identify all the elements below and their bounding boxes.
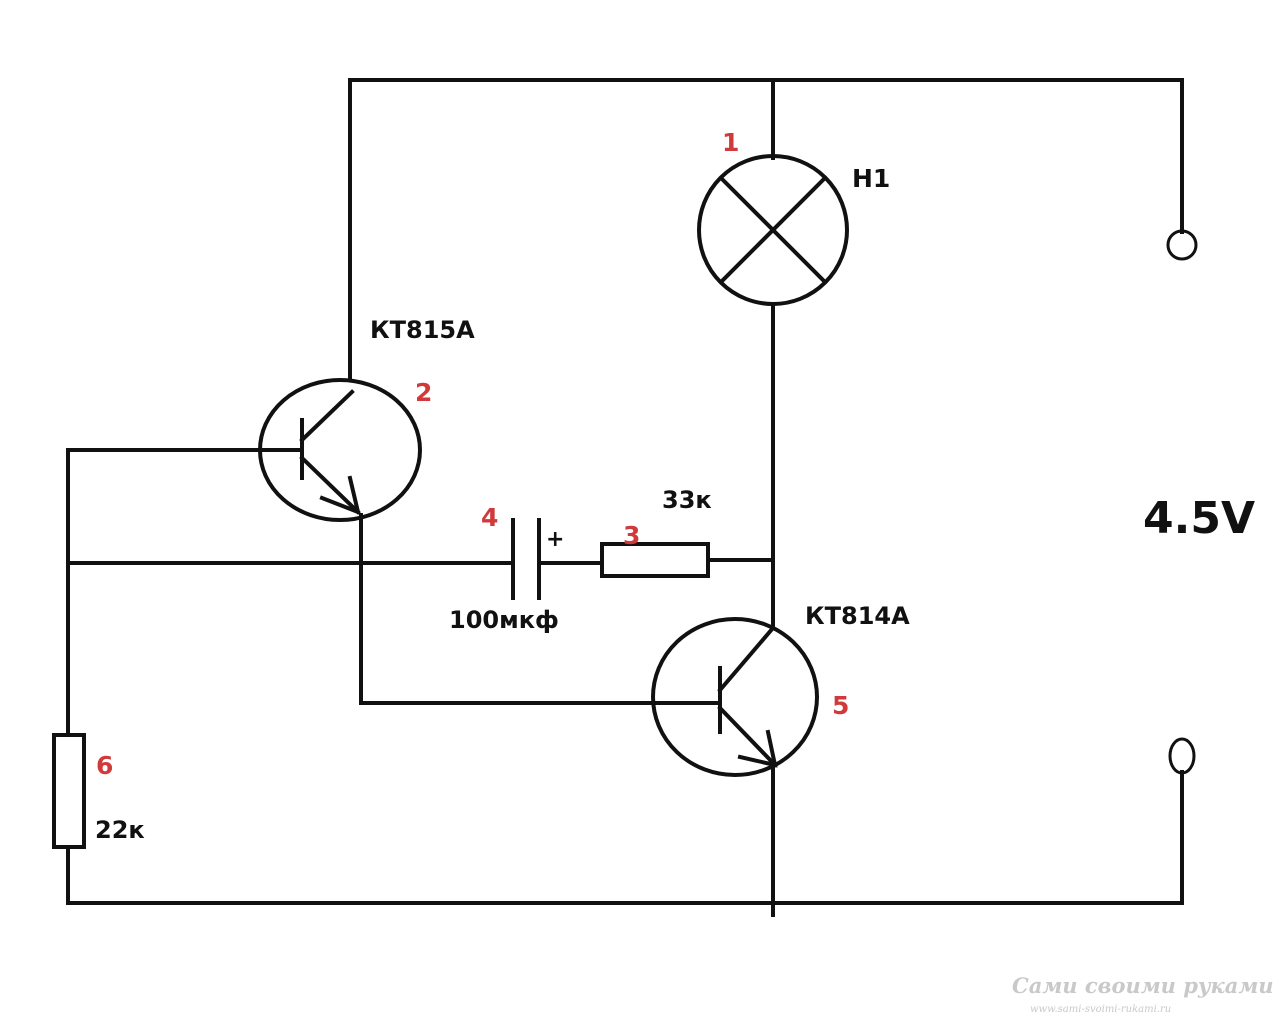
lamp-circle bbox=[697, 154, 849, 306]
positive-terminal bbox=[1166, 229, 1198, 261]
number-resistor-33k: 3 bbox=[623, 521, 640, 550]
transistor-kt815a bbox=[258, 378, 422, 522]
capacitor-polarity-label: + bbox=[546, 527, 564, 552]
number-kt814: 5 bbox=[832, 691, 849, 720]
watermark-title: Сами своими руками bbox=[1012, 973, 1274, 998]
resistor-22k-label: 22к bbox=[95, 816, 145, 844]
number-lamp: 1 bbox=[722, 128, 739, 157]
wires bbox=[66, 78, 1184, 917]
number-resistor-22k: 6 bbox=[96, 751, 113, 780]
lamp-h1 bbox=[697, 154, 849, 306]
transistor-kt814a bbox=[651, 617, 819, 777]
kt815-emitter-arrow bbox=[319, 475, 361, 516]
supply-voltage-label: 4.5V bbox=[1143, 493, 1255, 544]
kt815-body bbox=[258, 378, 422, 522]
capacitor-label: 100мкф bbox=[449, 606, 559, 634]
kt814-emitter-lead bbox=[717, 705, 778, 768]
kt815-emitter-lead bbox=[299, 455, 361, 515]
watermark-url: www.sami-svoimi-rukami.ru bbox=[1030, 1004, 1171, 1015]
kt814-emitter-arrow bbox=[737, 729, 778, 768]
capacitor-100uf bbox=[511, 518, 541, 600]
negative-terminal bbox=[1168, 737, 1196, 775]
top-rail-wire bbox=[348, 78, 1184, 382]
number-capacitor: 4 bbox=[481, 503, 498, 532]
kt814-label: КТ814А bbox=[805, 602, 910, 630]
kt814-collector-lead bbox=[717, 625, 776, 693]
lamp-label: H1 bbox=[852, 164, 890, 193]
kt815-label: КТ815А bbox=[370, 316, 475, 344]
lamp-cross-2 bbox=[718, 175, 828, 285]
resistor-22k bbox=[52, 733, 86, 849]
component-numbers: 1 2 3 4 5 6 bbox=[96, 128, 849, 780]
kt815-emitter-to-kt814-base-wire bbox=[359, 513, 722, 705]
watermark: Сами своими руками www.sami-svoimi-rukam… bbox=[1012, 973, 1274, 1015]
resistor-33k bbox=[600, 542, 710, 578]
kt815-collector-lead bbox=[299, 389, 355, 443]
resistor-33k-label: 33к bbox=[662, 486, 712, 514]
number-kt815: 2 bbox=[415, 378, 432, 407]
kt814-body bbox=[651, 617, 819, 777]
